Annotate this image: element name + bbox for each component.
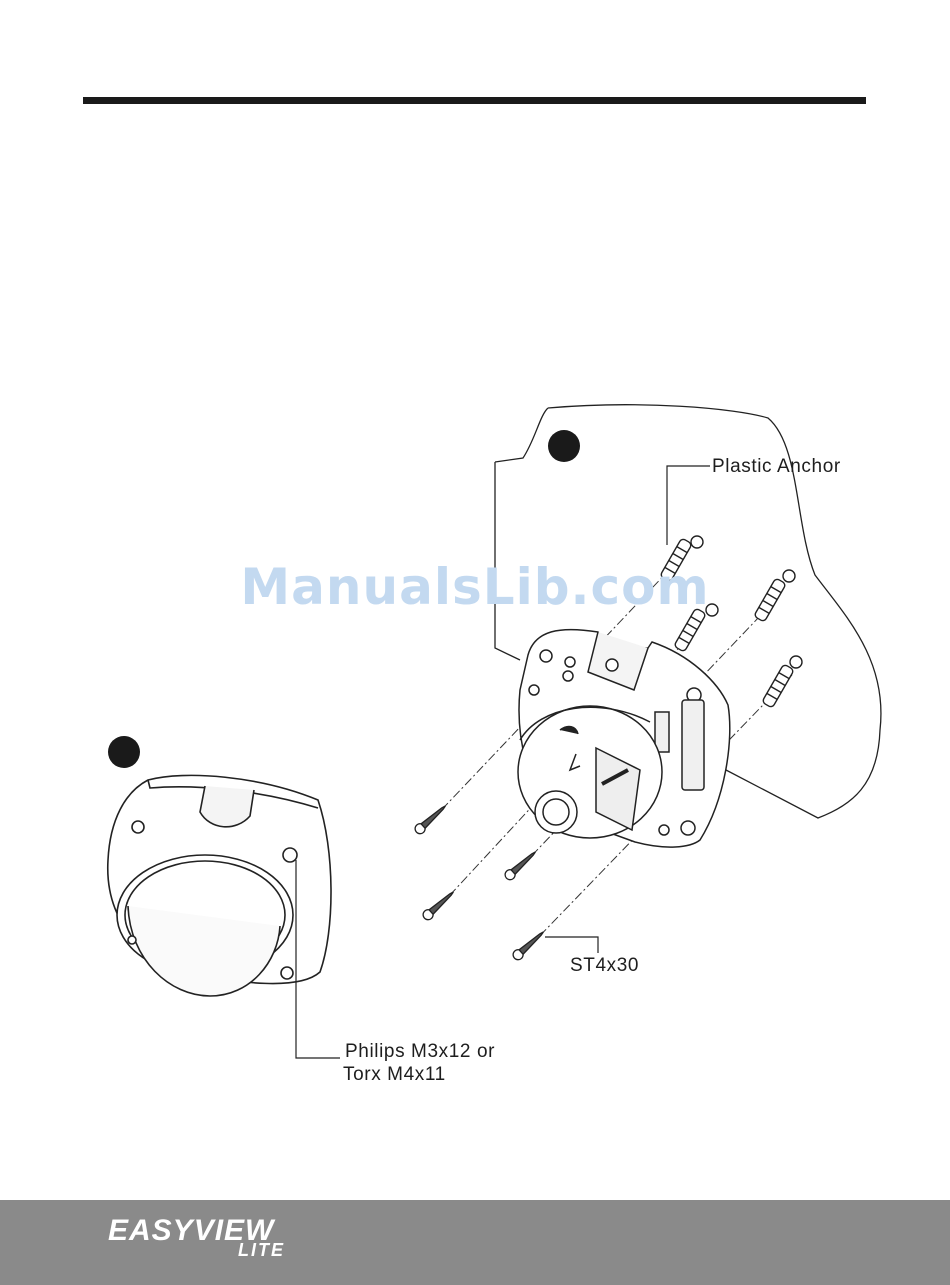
camera-module	[518, 706, 662, 838]
st4x30-screws	[413, 802, 547, 962]
st4x30-label: ST4x30	[570, 954, 639, 978]
assembled-dome-camera	[108, 775, 331, 996]
torx-screw-label: Torx M4x11	[343, 1063, 446, 1087]
footer-band: EASYVIEW LITE	[0, 1200, 950, 1285]
step-badge-2	[108, 736, 140, 768]
watermark-text: ManualsLib.com	[0, 558, 950, 616]
logo-text-lite: LITE	[238, 1240, 285, 1260]
plastic-anchor-label: Plastic Anchor	[712, 455, 841, 479]
step-badge-1	[548, 430, 580, 462]
easyview-lite-logo: EASYVIEW LITE	[100, 1200, 360, 1285]
philips-screw-label: Philips M3x12 or	[345, 1040, 495, 1064]
